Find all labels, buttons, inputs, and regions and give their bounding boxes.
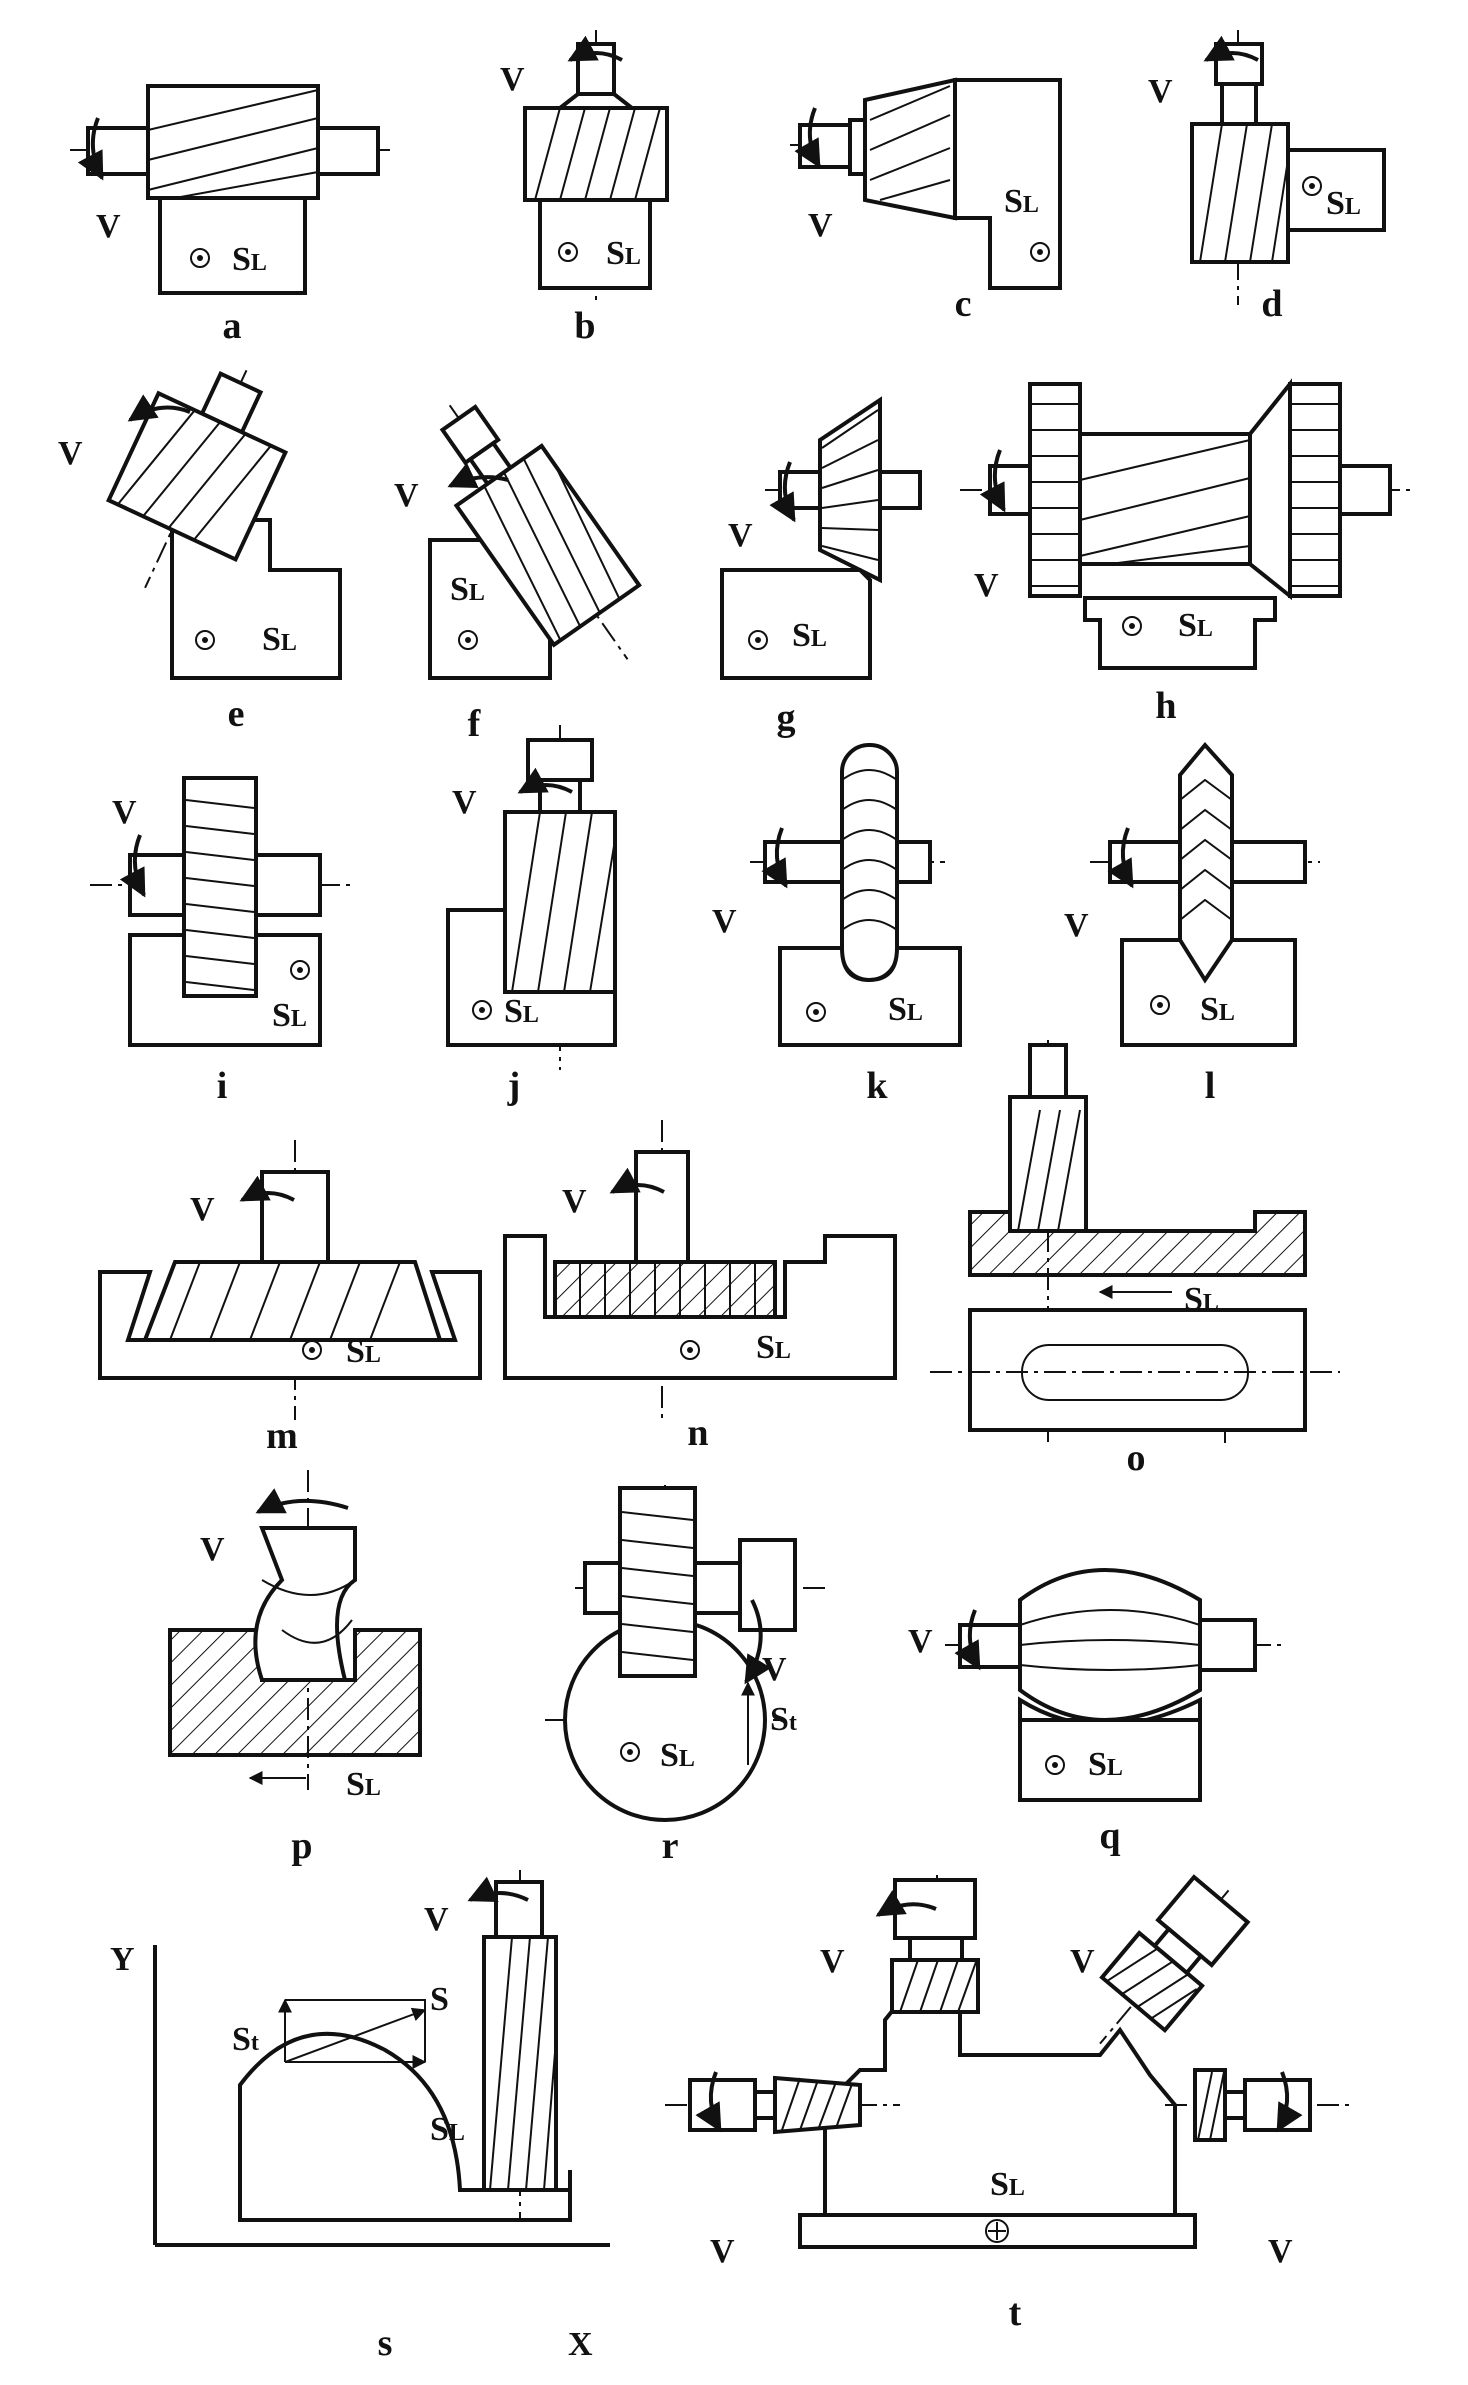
feed-label-st: St	[232, 2021, 259, 2058]
axis-label-y: Y	[110, 1941, 135, 1978]
feed-label-st: St	[770, 1701, 797, 1738]
velocity-label: V	[1268, 2233, 1293, 2270]
velocity-label: V	[808, 207, 833, 244]
velocity-label: V	[728, 517, 753, 554]
figure-label-f: f	[468, 703, 482, 745]
figure-label-p: p	[291, 1825, 312, 1867]
figure-label-j: j	[507, 1065, 521, 1107]
figure-l	[1090, 741, 1320, 1047]
velocity-label: V	[908, 1623, 933, 1660]
figure-e	[106, 369, 342, 680]
figure-label-h: h	[1155, 685, 1176, 727]
feed-label-sl: SL	[1326, 185, 1361, 222]
figure-n	[503, 1120, 897, 1420]
figure-label-c: c	[955, 283, 972, 325]
figure-f	[428, 404, 642, 680]
figure-label-k: k	[866, 1065, 888, 1107]
figure-m	[98, 1140, 482, 1420]
figure-label-g: g	[777, 697, 796, 739]
velocity-label: V	[394, 477, 419, 514]
figure-q	[945, 1568, 1285, 1802]
figure-label-m: m	[266, 1415, 298, 1457]
figure-b	[523, 30, 669, 300]
feed-label-sl: SL	[1178, 607, 1213, 644]
feed-label-sl: SL	[1184, 1281, 1219, 1318]
velocity-label: V	[562, 1183, 587, 1220]
figure-k	[750, 743, 962, 1047]
axis-label-x: X	[568, 2326, 593, 2363]
velocity-label: V	[58, 435, 83, 472]
feed-label-sl: SL	[346, 1333, 381, 1370]
feed-label-sl: SL	[232, 241, 267, 278]
figure-o	[930, 1040, 1340, 1445]
figure-label-o: o	[1127, 1437, 1146, 1479]
velocity-label: V	[190, 1191, 215, 1228]
diagram-labels: a b c d e f g h i j k l m n o p r q s t V V V V V V V V V V V V V V V V V V V V…	[58, 61, 1361, 2364]
figure-i	[90, 776, 350, 1047]
figure-label-e: e	[228, 693, 245, 735]
velocity-label: V	[710, 2233, 735, 2270]
figure-p	[168, 1470, 422, 1790]
figure-s	[153, 1870, 610, 2247]
feed-label-s: S	[430, 1981, 449, 2018]
figure-label-q: q	[1099, 1815, 1120, 1857]
figure-label-n: n	[687, 1412, 708, 1454]
velocity-label: V	[974, 567, 999, 604]
figure-label-d: d	[1261, 283, 1282, 325]
figure-a	[70, 84, 390, 295]
velocity-label: V	[500, 61, 525, 98]
figure-label-b: b	[574, 305, 595, 347]
feed-label-sl: SL	[792, 617, 827, 654]
figure-j	[446, 725, 617, 1070]
figure-c	[790, 77, 1062, 290]
velocity-label: V	[1148, 73, 1173, 110]
velocity-label: V	[424, 1901, 449, 1938]
figure-label-i: i	[217, 1065, 228, 1107]
feed-label-sl: SL	[430, 2111, 465, 2148]
velocity-label: V	[112, 794, 137, 831]
feed-label-sl: SL	[346, 1766, 381, 1803]
velocity-label: V	[712, 903, 737, 940]
velocity-label: V	[762, 1651, 787, 1688]
figure-h	[960, 378, 1410, 670]
figure-label-t: t	[1009, 2292, 1022, 2334]
velocity-label: V	[200, 1531, 225, 1568]
figure-t	[665, 1874, 1350, 2249]
figure-r	[545, 1485, 830, 1822]
figure-label-l: l	[1205, 1065, 1216, 1107]
velocity-label: V	[1070, 1943, 1095, 1980]
velocity-label: V	[820, 1943, 845, 1980]
velocity-label: V	[452, 784, 477, 821]
figure-d	[1190, 30, 1386, 305]
figure-label-r: r	[662, 1825, 679, 1867]
velocity-label: V	[1064, 907, 1089, 944]
figure-g	[720, 396, 922, 680]
velocity-label: V	[96, 208, 121, 245]
figure-label-a: a	[223, 305, 242, 347]
figure-label-s: s	[378, 2322, 393, 2364]
